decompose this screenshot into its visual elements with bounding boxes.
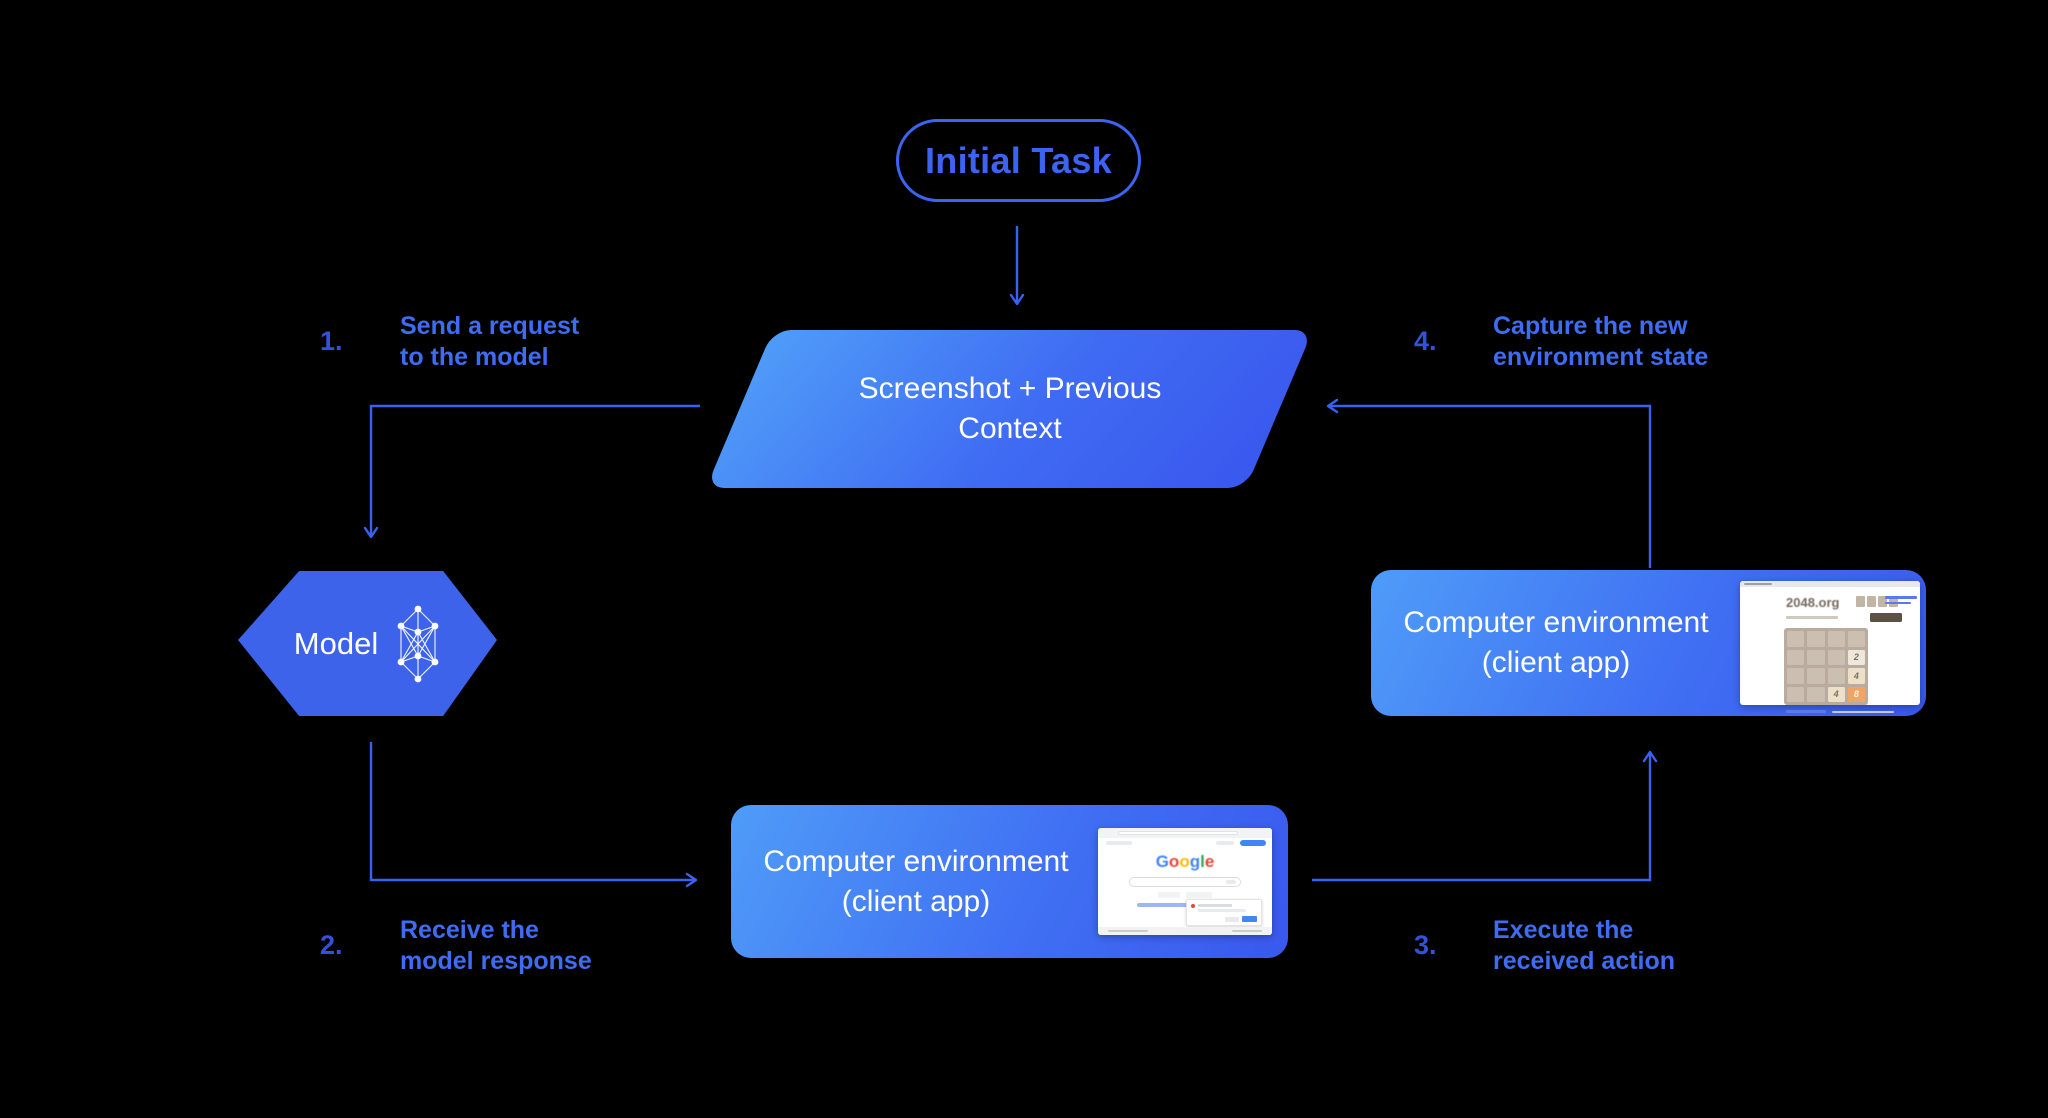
dialog-thumb (1186, 899, 1262, 926)
site-title-2048: 2048.org (1786, 595, 1840, 610)
browser-chrome-bar (1098, 828, 1272, 838)
search-bar-thumb (1129, 877, 1241, 887)
step-1-label: Send a request to the model (400, 312, 580, 371)
step-3-number: 3. (1414, 930, 1437, 960)
computer-env-right-node: Computer environment (client app) 2048.o… (1371, 570, 1926, 716)
computer-env-right-label: Computer environment (client app) (1403, 606, 1709, 679)
google-logo: Google (1155, 852, 1215, 871)
arrow-model-to-env-bottom (369, 742, 698, 888)
google-search-thumbnail: Google (1098, 828, 1272, 935)
tile-8: 8 (1847, 686, 1865, 702)
initial-task-node: Initial Task (896, 119, 1141, 202)
neural-network-icon (397, 605, 439, 682)
tile-4: 4 (1827, 686, 1845, 702)
initial-task-label: Initial Task (925, 139, 1112, 181)
step-2-label: Receive the model response (400, 916, 592, 975)
model-label: Model (293, 625, 379, 661)
tile-4: 4 (1847, 668, 1865, 684)
screenshot-context-line1: Screenshot + Previous (858, 372, 1162, 405)
screenshot-context-label: Screenshot + Previous Context (745, 330, 1275, 488)
step-2-number: 2. (320, 930, 343, 960)
model-node: Model (238, 571, 497, 716)
step-4-number: 4. (1414, 326, 1437, 356)
screenshot-context-line2: Context (958, 412, 1062, 445)
computer-env-bottom-node: Computer environment (client app) Google (731, 805, 1288, 958)
arrow-env-bottom-to-env-right (1312, 750, 1658, 882)
computer-env-bottom-label: Computer environment (client app) (763, 844, 1069, 918)
step-4-label: Capture the new environment state (1493, 312, 1709, 371)
new-game-button-thumb (1870, 613, 1902, 622)
sign-in-button-thumb (1240, 840, 1266, 846)
arrow-context-to-model (363, 404, 700, 539)
tile-2: 2 (1847, 649, 1865, 665)
browser-tab-bar (1740, 581, 1920, 587)
arrow-env-right-to-context (1326, 398, 1652, 568)
step-3-label: Execute the received action (1493, 916, 1676, 975)
step-1-number: 1. (320, 326, 343, 356)
